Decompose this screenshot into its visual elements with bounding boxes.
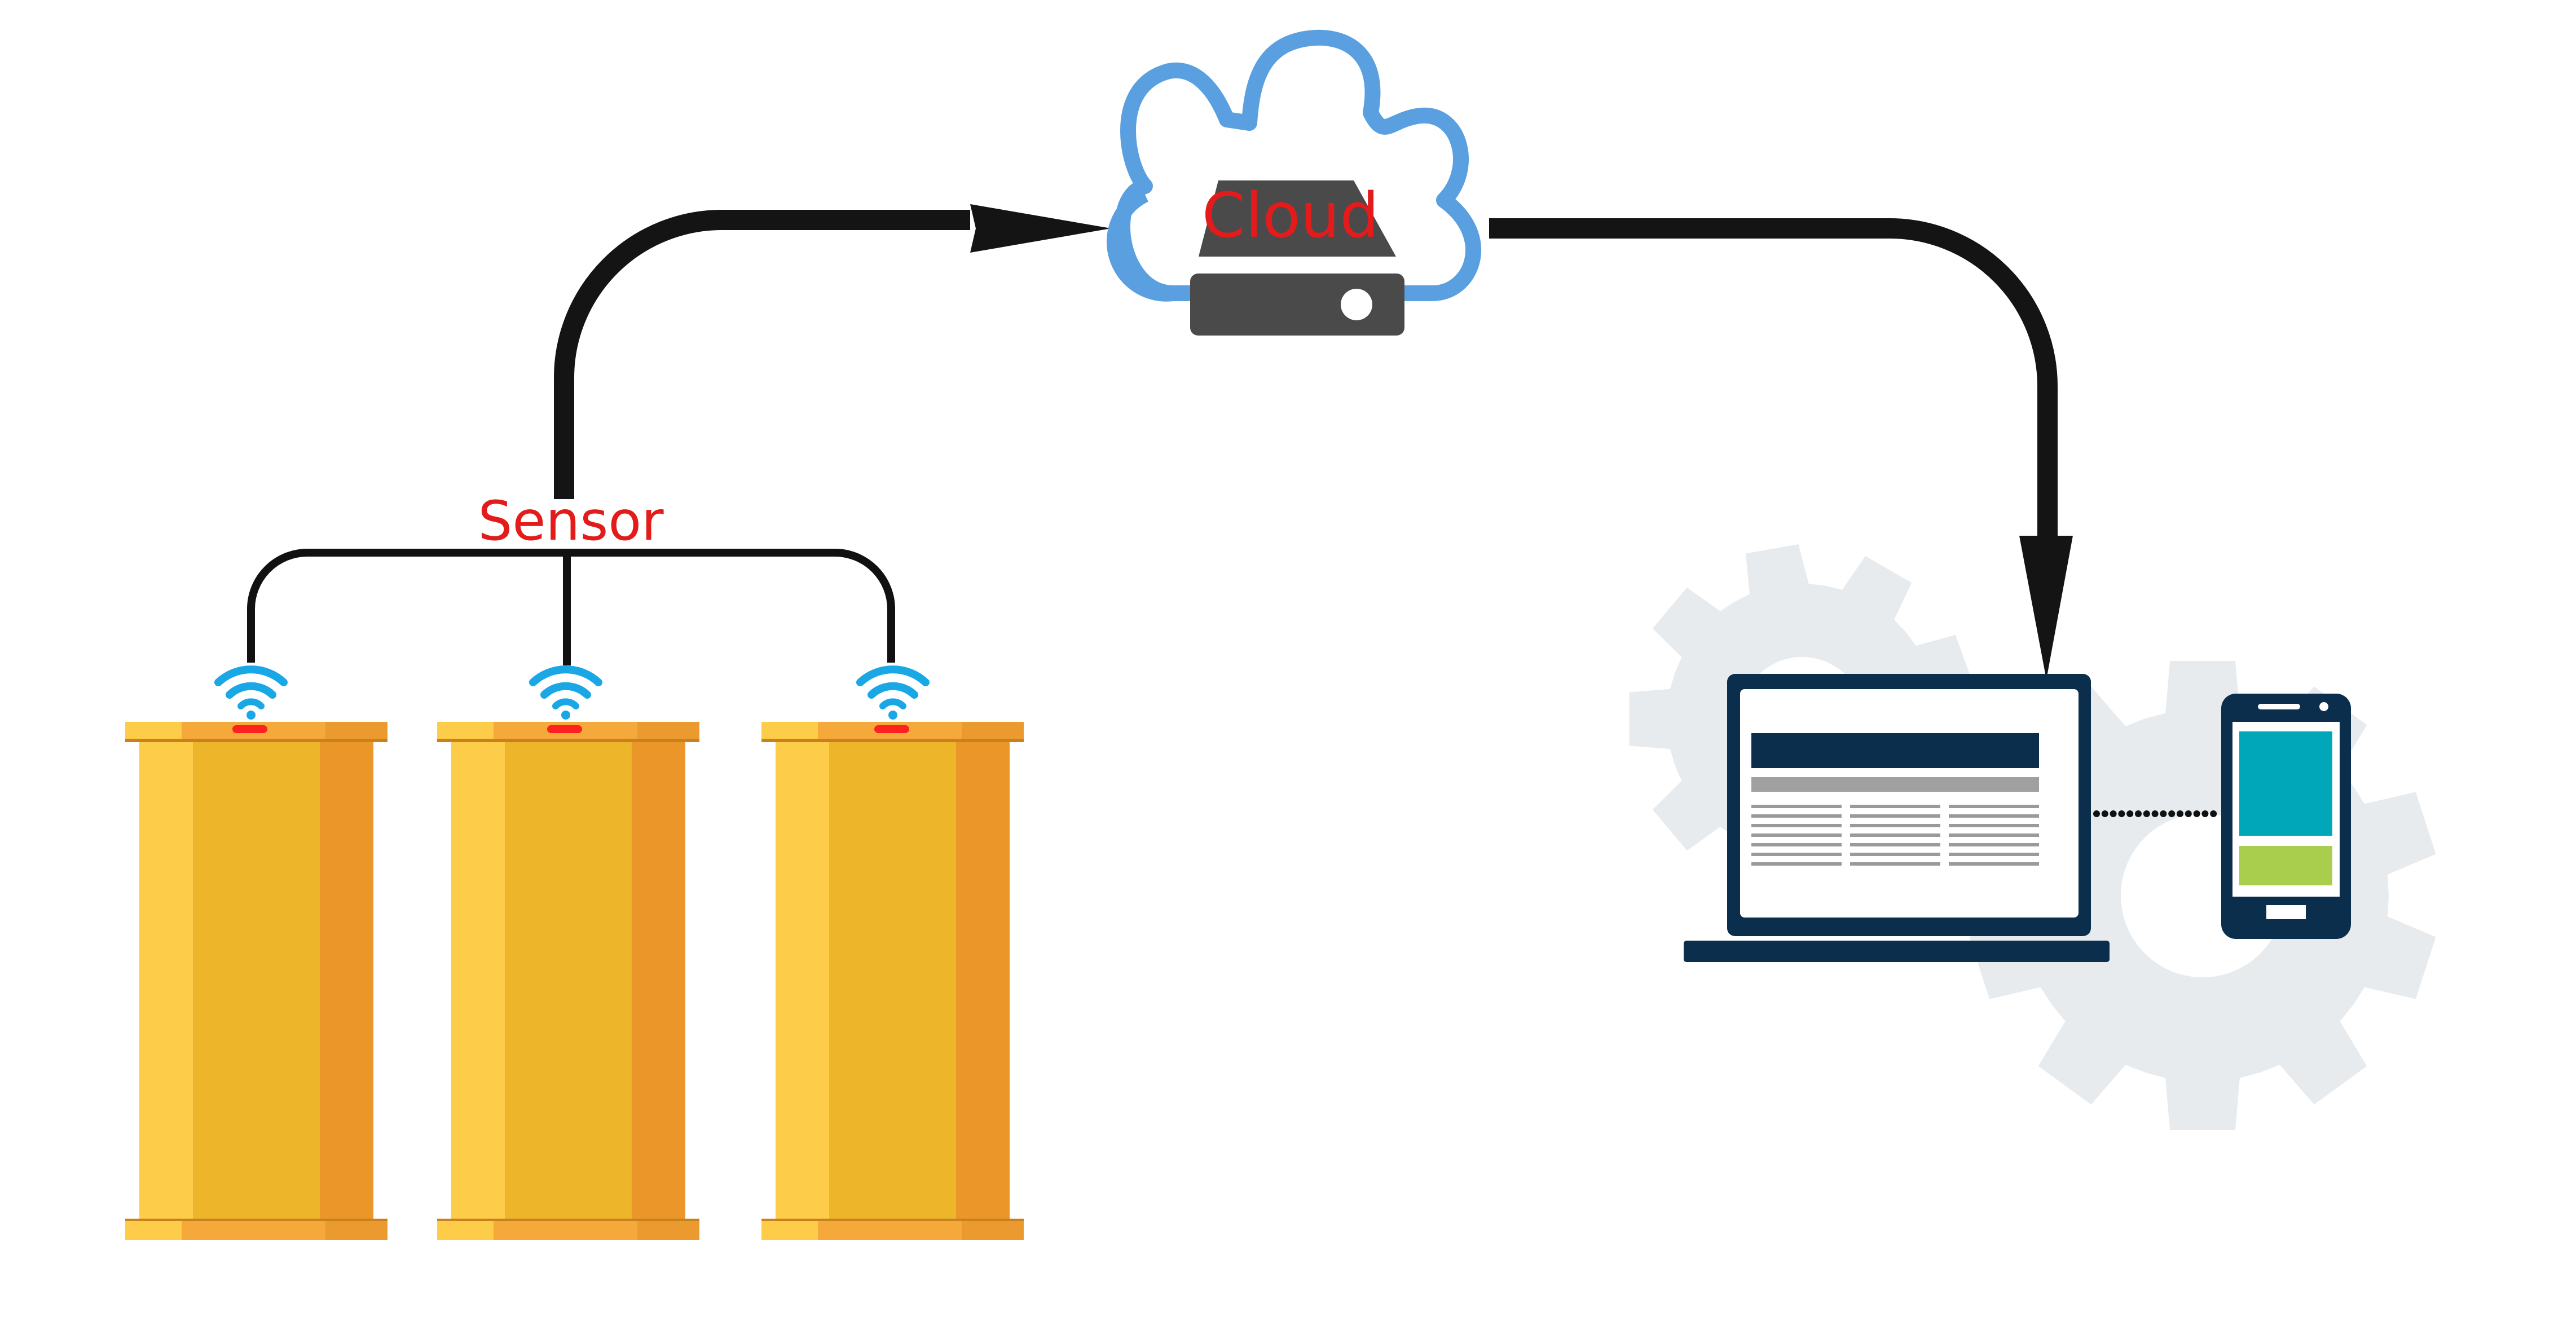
wifi-icon [533, 669, 598, 720]
arrow-cloud-to-devices [1489, 218, 2073, 680]
tank-icon [761, 722, 1024, 1240]
link-dot [2101, 810, 2108, 817]
link-dot [2193, 810, 2200, 817]
smartphone-icon [2221, 694, 2351, 939]
sensor-led [547, 725, 582, 733]
sensor-led [232, 725, 267, 733]
link-dot [2093, 810, 2100, 817]
link-dot [2110, 810, 2117, 817]
link-dot [2151, 810, 2159, 817]
link-dot [2185, 810, 2192, 817]
laptop-icon [1684, 674, 2110, 962]
link-dot [2177, 810, 2183, 817]
arrow-sensor-to-cloud [554, 204, 1111, 499]
link-dot [2210, 810, 2217, 817]
sensor-led [874, 725, 909, 733]
wifi-icon [218, 669, 284, 720]
link-dot [2135, 810, 2142, 817]
link-dot [2201, 810, 2209, 817]
link-dot [2118, 810, 2125, 817]
link-dot [2168, 810, 2176, 817]
link-dot [2143, 810, 2150, 817]
sensor-network-lines [247, 549, 895, 665]
link-dot [2160, 810, 2167, 817]
tank-icon [125, 722, 387, 1240]
tank-icon [437, 722, 699, 1240]
sensor-label: Sensor [478, 489, 664, 553]
wifi-icon [860, 669, 926, 720]
link-dots [2093, 810, 2217, 817]
link-dot [2126, 810, 2134, 817]
cloud-server-icon [1107, 29, 1481, 336]
cloud-label: Cloud [1202, 179, 1379, 252]
